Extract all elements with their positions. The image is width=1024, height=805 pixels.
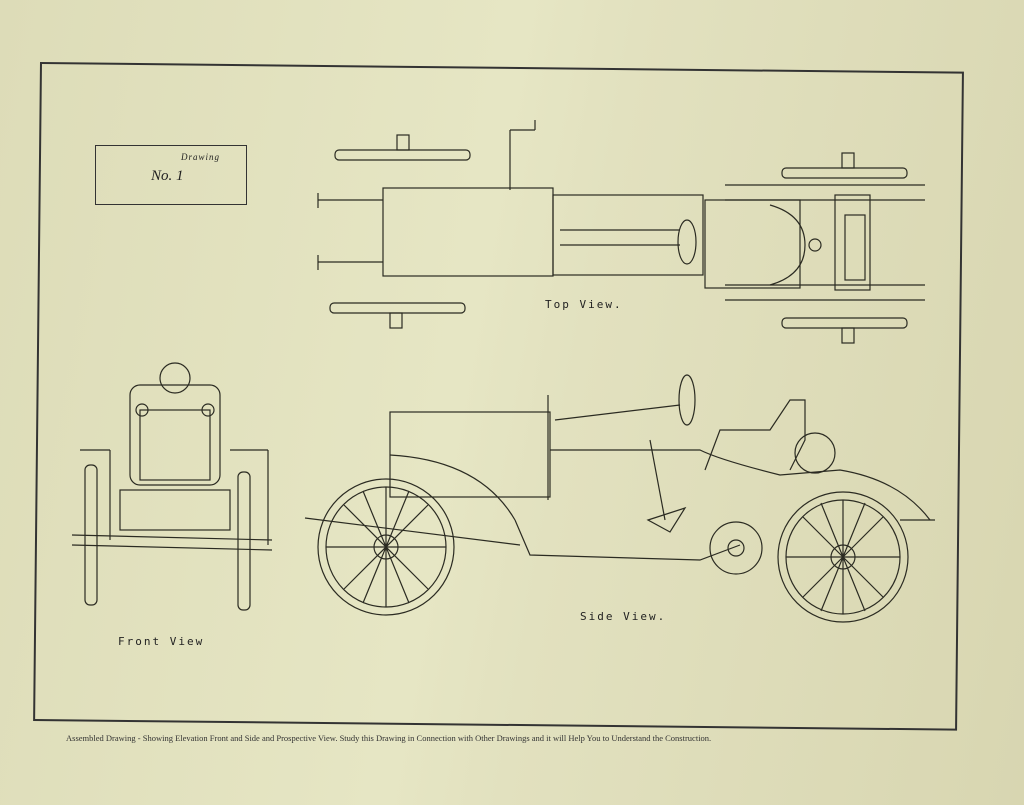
drawing-number-box: Drawing No. 1 bbox=[95, 145, 247, 205]
front-view-label: Front View bbox=[118, 635, 205, 648]
drawing-title: Drawing bbox=[181, 152, 221, 162]
drawing-caption: Assembled Drawing - Showing Elevation Fr… bbox=[66, 733, 712, 743]
side-view-drawing bbox=[304, 374, 935, 623]
side-view-label: Side View. bbox=[580, 610, 667, 623]
drawing-number: No. 1 bbox=[151, 168, 184, 184]
front-view-drawing bbox=[71, 362, 273, 611]
top-view-label: Top View. bbox=[545, 298, 623, 311]
top-view-drawing bbox=[317, 120, 925, 344]
